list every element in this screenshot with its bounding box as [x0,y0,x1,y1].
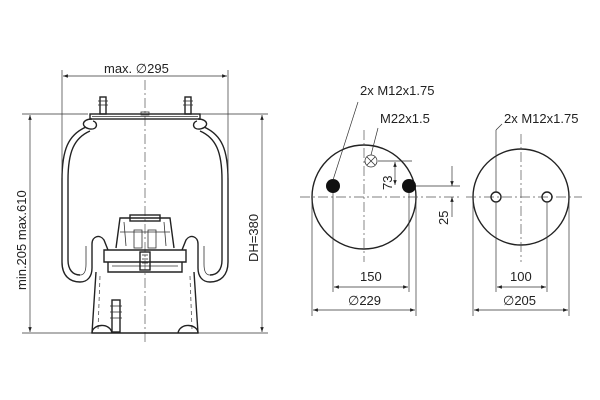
bottom-stud [111,299,121,333]
bottom-stud-right-hole [541,191,553,203]
offset-73-label: 73 [380,176,395,190]
top-studs-label: 2x M12x1.75 [360,83,434,98]
side-top-plate [89,113,201,120]
bellow-right-wall [203,126,229,283]
design-height-label: DH=380 [246,214,261,262]
top-plate-view: 2x M12x1.75 M22x1.5 73 25 150 ∅229 [300,83,460,316]
piston-bumper [115,214,175,249]
side-stud-left [98,96,108,115]
top-plate-diameter-label: ∅229 [348,293,381,308]
top-stud-right-hole [402,179,416,193]
top-stud-left-hole [326,179,340,193]
bottom-plate-view: 2x M12x1.75 100 ∅205 [466,111,582,316]
bellow-left-wall [61,126,87,283]
bottom-plate-diameter-label: ∅205 [503,293,536,308]
side-view: max. ∅295 min.205 max.610 DH=380 [14,61,268,345]
bottom-studs-label: 2x M12x1.75 [504,111,578,126]
air-fitting-symbol [364,154,378,168]
piston-body [91,271,199,334]
stud-spacing-150-label: 150 [360,269,382,284]
offset-25-label: 25 [436,211,451,225]
height-range-label: min.205 max.610 [14,190,29,290]
air-fitting-label: M22x1.5 [380,111,430,126]
max-diameter-label: max. ∅295 [104,61,169,76]
side-stud-right [183,96,193,115]
stud-spacing-100-label: 100 [510,269,532,284]
